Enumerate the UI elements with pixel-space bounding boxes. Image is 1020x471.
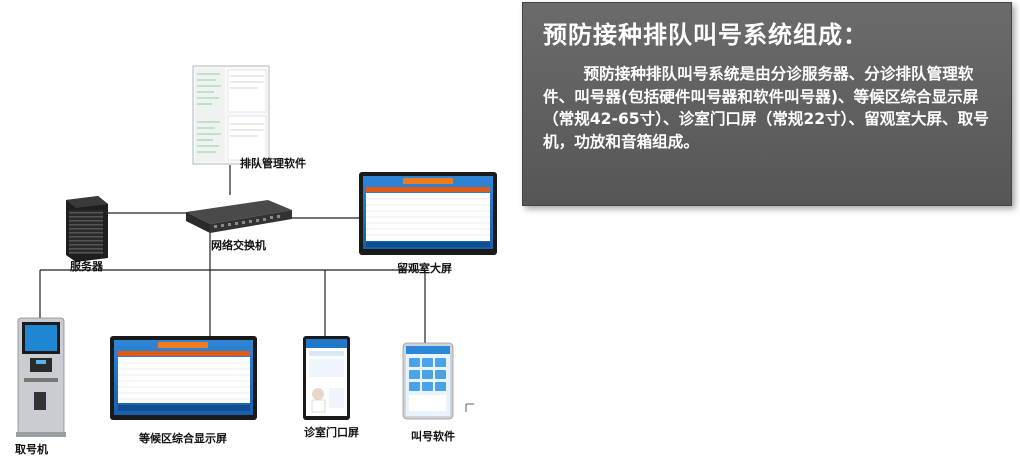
waiting-display-image	[110, 336, 257, 420]
ticket-machine-image	[16, 317, 66, 437]
label-queue-software: 排队管理软件	[240, 157, 306, 170]
label-waiting-display: 等候区综合显示屏	[139, 432, 227, 445]
door-screen-image	[303, 336, 350, 420]
label-calling-software: 叫号软件	[411, 430, 455, 443]
queue-software-image	[192, 65, 270, 165]
label-observation-screen: 留观室大屏	[397, 262, 452, 275]
corner-mark	[465, 403, 474, 412]
info-title: 预防接种排队叫号系统组成：	[543, 21, 868, 49]
label-door-screen: 诊室门口屏	[304, 426, 359, 439]
switch-image	[186, 200, 292, 233]
calling-software-image	[402, 342, 454, 420]
label-ticket-machine: 取号机	[15, 443, 48, 456]
observation-screen-image	[359, 172, 497, 255]
info-panel: 预防接种排队叫号系统组成： 预防接种排队叫号系统是由分诊服务器、分诊排队管理软件…	[522, 2, 1012, 206]
connection-lines	[39, 165, 426, 343]
label-switch: 网络交换机	[211, 239, 266, 252]
server-image	[66, 196, 108, 262]
label-server: 服务器	[70, 260, 103, 273]
info-description: 预防接种排队叫号系统是由分诊服务器、分诊排队管理软件、叫号器(包括硬件叫号器和软…	[543, 65, 989, 151]
